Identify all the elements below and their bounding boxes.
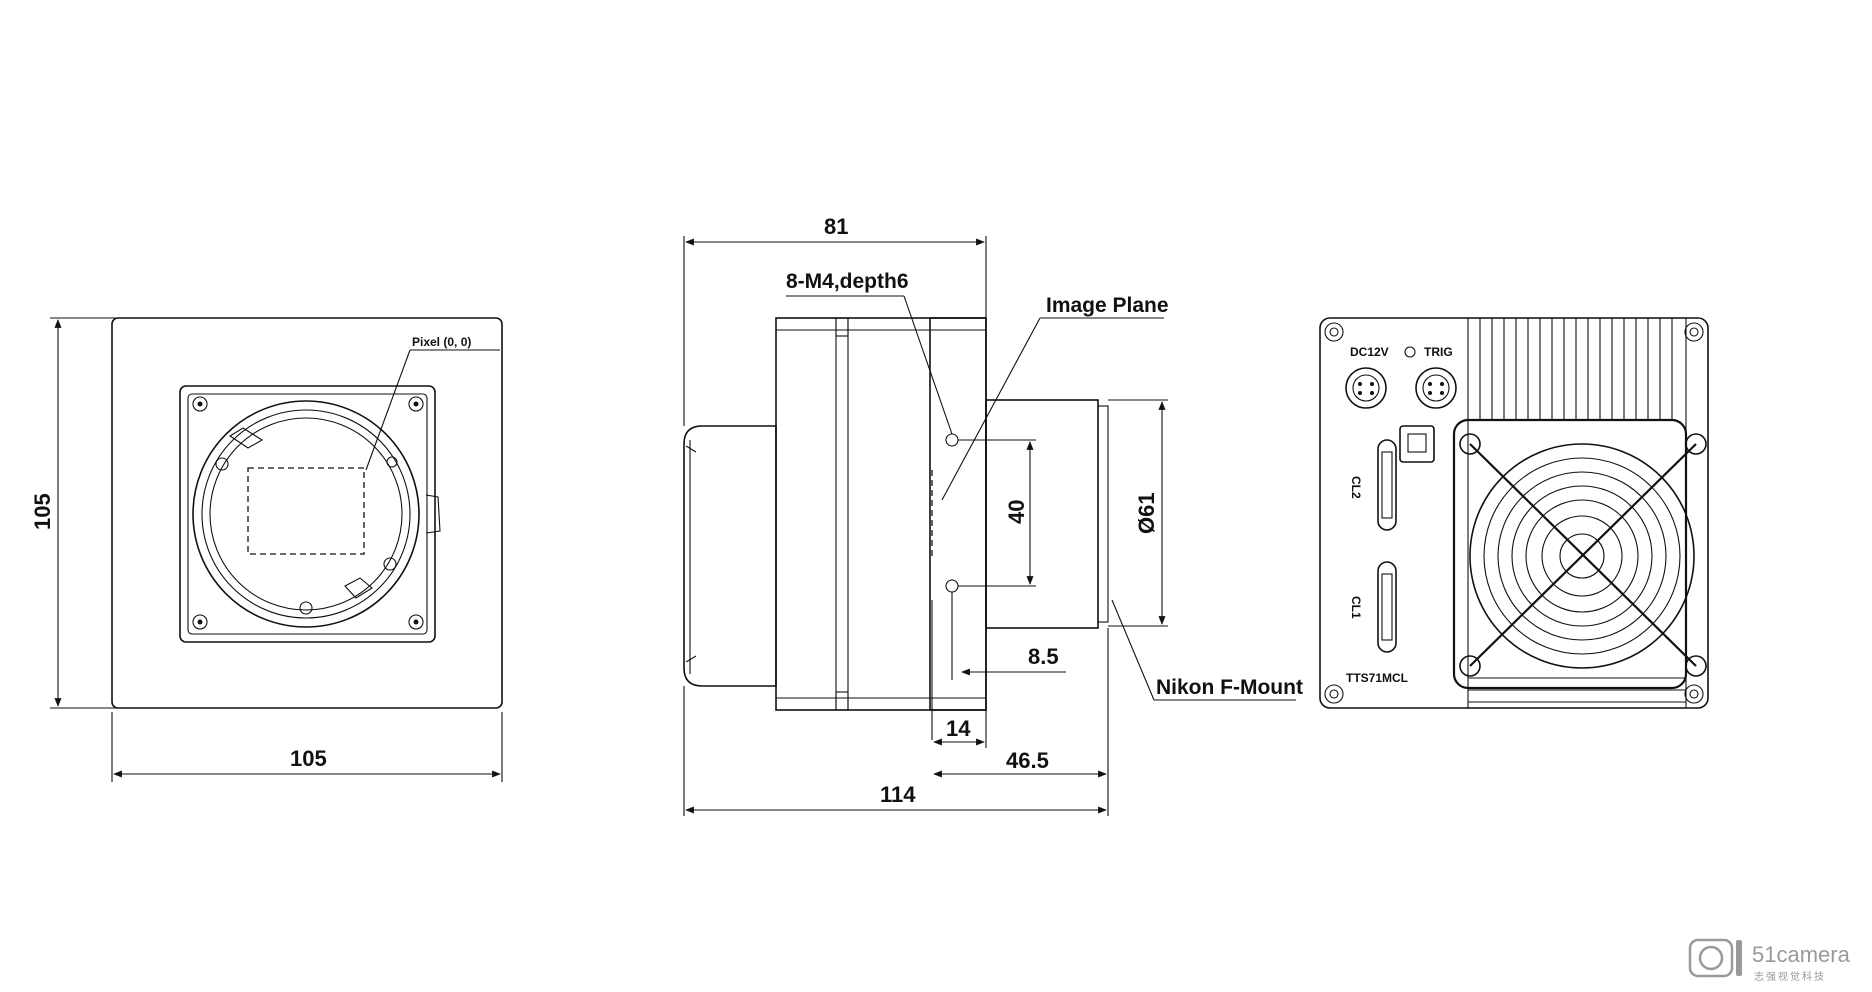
watermark-subtitle: 志强视觉科技	[1754, 970, 1826, 983]
rear-power-label: DC12V	[1350, 345, 1389, 359]
side-overall-length-dim: 114	[880, 782, 916, 807]
rear-trigger-label: TRIG	[1424, 345, 1453, 359]
side-image-plane-label: Image Plane	[1046, 294, 1169, 317]
front-height-dim: 105	[30, 493, 55, 530]
rear-small-port	[1399, 425, 1435, 463]
front-screw-holes	[192, 396, 424, 630]
side-thread-label: 8-M4,depth6	[786, 270, 909, 293]
side-view: 81 8-M4,depth6 Image Plane 40 Ø61 8.5 Ni…	[683, 214, 1303, 816]
watermark-logo-icon	[1688, 938, 1742, 978]
rear-cooling-fan	[1452, 418, 1707, 690]
front-view: Pixel (0, 0) 105 105	[30, 317, 503, 782]
side-offset-dim: 8.5	[1028, 644, 1059, 669]
rear-trigger-connector	[1415, 367, 1457, 409]
rear-power-connector	[1345, 367, 1387, 409]
rear-cl1-connector: CL1	[1349, 561, 1397, 653]
front-lens-mount	[192, 400, 441, 628]
side-lens-mount	[985, 399, 1099, 629]
side-hole-spacing-dim: 40	[1004, 500, 1029, 524]
side-diameter-dim: Ø61	[1134, 492, 1159, 534]
rear-status-led	[1404, 346, 1416, 358]
side-thread-hole-bottom	[945, 579, 959, 593]
front-width-dim: 105	[290, 746, 327, 771]
watermark: 51camera 志强视觉科技	[1688, 938, 1851, 983]
watermark-brand: 51camera	[1752, 942, 1851, 967]
rear-cl2-label: CL2	[1349, 476, 1363, 499]
side-overall-mount-dim: 81	[824, 214, 848, 239]
rear-heatsink-fins	[1467, 317, 1687, 709]
side-flange-dim: 14	[946, 716, 971, 741]
rear-cl1-label: CL1	[1349, 596, 1363, 619]
side-mount-label: Nikon F-Mount	[1156, 676, 1303, 699]
pixel-origin-label: Pixel (0, 0)	[412, 335, 471, 349]
side-thread-hole-top	[945, 433, 959, 447]
rear-view: DC12V TRIG CL2 CL1 TTS71MCL	[1319, 317, 1709, 709]
front-body-outline	[111, 317, 503, 709]
side-main-body	[775, 317, 987, 711]
rear-cl2-connector: CL2	[1349, 439, 1397, 531]
side-front-plate	[929, 317, 987, 711]
side-flange-back-dim: 46.5	[1006, 748, 1049, 773]
rear-model-label: TTS71MCL	[1346, 671, 1408, 685]
front-mount-plate	[179, 385, 436, 643]
front-sensor-area	[247, 467, 365, 555]
side-fan-housing	[683, 425, 777, 687]
